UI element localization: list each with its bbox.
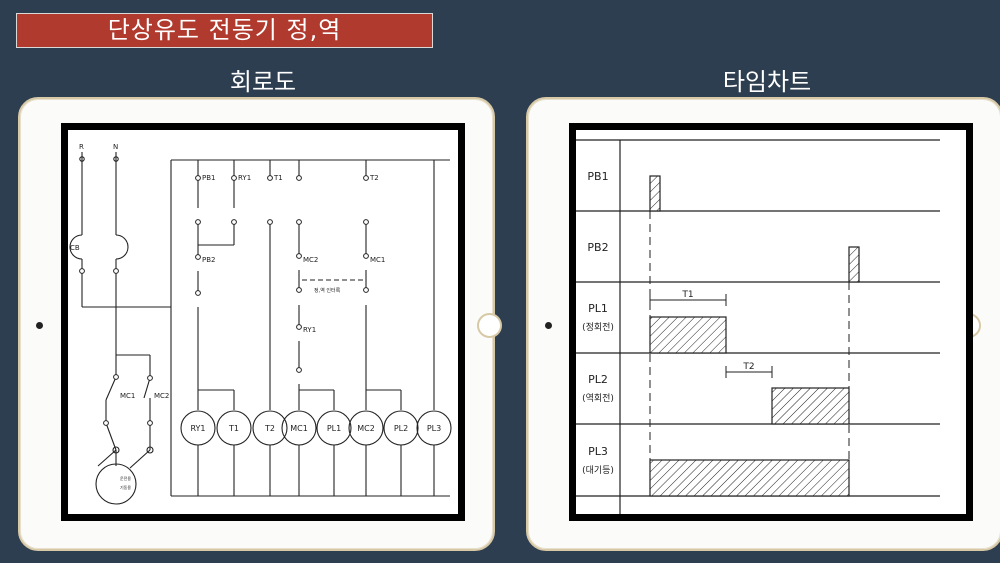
row-label-pl1: PL1 [588,302,608,315]
motor-label-run: 운전용 [120,475,131,481]
row-sub-pl1: (정회전) [582,322,614,333]
marker-t1: T1 [681,290,693,300]
breaker-label: CB [70,244,80,252]
circuit-paper: R N CB PB1 RY1 T1 T2 PB2 MC2 MC1 RY1 MC1… [68,130,458,514]
coil-label-pl1: PL1 [327,424,341,433]
coil-label-mc1: MC1 [290,424,308,433]
page-title: 단상유도 전동기 정,역 [107,16,342,44]
contact-label-mc1-b: MC1 [120,392,135,400]
contact-label-t1: T1 [273,174,283,182]
contact-label-pb1: PB1 [202,174,215,182]
row-label-pb1: PB1 [587,170,608,183]
pl1-signal [649,316,727,354]
row-sub-pl2: (역회전) [582,393,614,404]
circuit-diagram: R N CB PB1 RY1 T1 T2 PB2 MC2 MC1 RY1 MC1… [69,143,452,505]
interlock-note: 정,역 인터록 [314,287,341,294]
row-sub-pl3: (대기등) [582,465,614,476]
coil-label-t2: T2 [264,424,275,433]
home-button-icon [477,313,502,338]
terminal-n-label: N [113,143,118,151]
pb2-pulse [848,246,860,283]
camera-icon [36,322,43,329]
timing-tablet-frame: PB1 PB2 PL1 (정회전) PL2 (역회전) PL3 (대기등) T1… [526,97,1000,551]
circuit-screen: R N CB PB1 RY1 T1 T2 PB2 MC2 MC1 RY1 MC1… [61,123,465,521]
contact-label-t2: T2 [369,174,379,182]
contact-label-mc2: MC2 [303,256,318,264]
contact-label-mc2-b: MC2 [154,392,169,400]
contact-label-ry1: RY1 [238,174,251,182]
circuit-tablet-frame: R N CB PB1 RY1 T1 T2 PB2 MC2 MC1 RY1 MC1… [18,97,502,551]
timing-chart: PB1 PB2 PL1 (정회전) PL2 (역회전) PL3 (대기등) T1… [576,139,940,514]
coil-label-ry1: RY1 [190,424,205,433]
row-label-pb2: PB2 [587,241,608,254]
pl3-signal [649,459,850,497]
timing-paper: PB1 PB2 PL1 (정회전) PL2 (역회전) PL3 (대기등) T1… [576,130,966,514]
pl2-signal [771,387,850,425]
camera-icon [545,322,552,329]
contact-label-mc1: MC1 [370,256,385,264]
page-title-banner: 단상유도 전동기 정,역 [16,13,433,48]
contact-label-pb2: PB2 [202,256,215,264]
circuit-panel-title: 회로도 [229,68,297,96]
row-label-pl2: PL2 [588,373,608,386]
timing-panel-title: 타임차트 [722,68,812,96]
timing-screen: PB1 PB2 PL1 (정회전) PL2 (역회전) PL3 (대기등) T1… [569,123,973,521]
row-label-pl3: PL3 [588,445,608,458]
contact-label-ry1-b: RY1 [303,326,316,334]
pb1-pulse [649,175,661,212]
coil-label-mc2: MC2 [357,424,375,433]
marker-t2: T2 [742,362,754,372]
coil-label-pl2: PL2 [394,424,408,433]
coil-label-t1: T1 [228,424,239,433]
terminal-r-label: R [79,143,84,151]
coil-label-pl3: PL3 [427,424,441,433]
motor-label-start: 기동용 [120,484,131,490]
